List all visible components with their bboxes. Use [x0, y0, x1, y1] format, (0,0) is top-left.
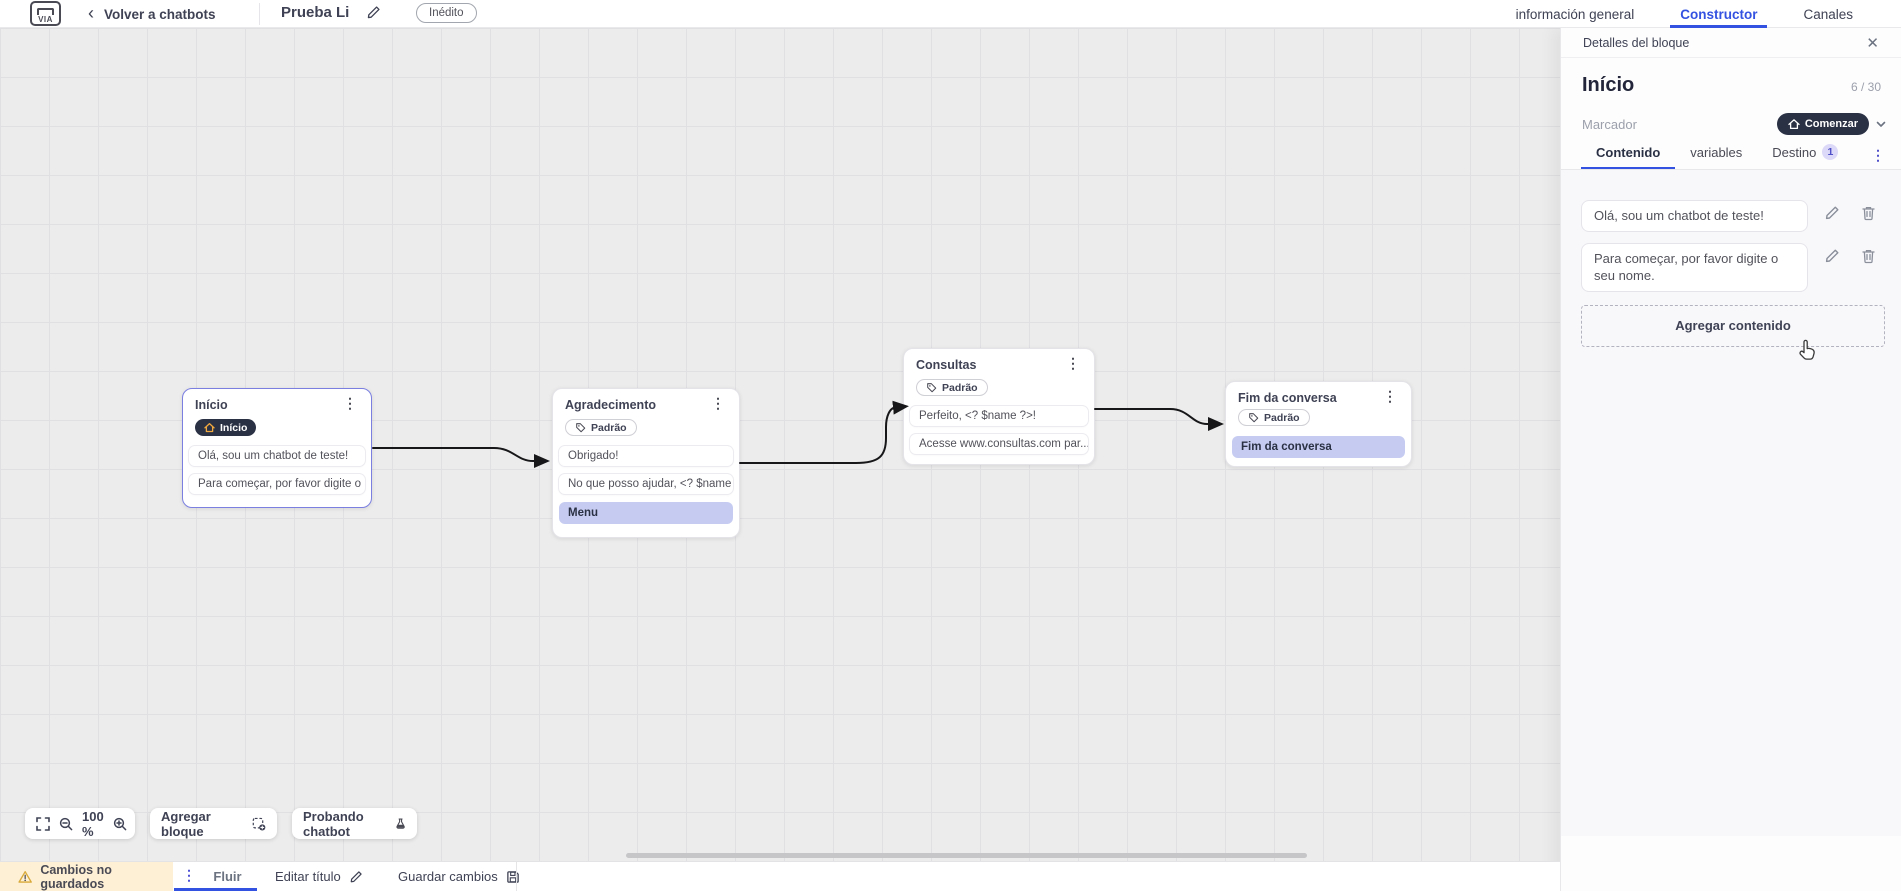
close-panel-icon[interactable]: ✕: [1866, 34, 1879, 52]
canvas-horizontal-scrollbar[interactable]: [626, 853, 1307, 858]
active-flow-tab-indicator: [174, 888, 257, 891]
save-changes-button[interactable]: Guardar cambios: [398, 862, 520, 891]
node-content-row[interactable]: No que posso ajudar, <? $name ...: [559, 474, 733, 494]
flow-options-kebab-icon[interactable]: ⋮: [182, 867, 196, 883]
test-chatbot-button[interactable]: Probando chatbot: [292, 808, 417, 839]
zoom-out-icon[interactable]: [59, 817, 73, 831]
back-to-chatbots-button[interactable]: ‹ Volver a chatbots: [88, 0, 216, 28]
start-badge: Início: [195, 419, 257, 436]
default-badge-label: Padrão: [1264, 411, 1300, 424]
content-text-card[interactable]: Olá, sou um chatbot de teste!: [1581, 200, 1808, 233]
edit-flow-title-button[interactable]: Editar título: [275, 862, 363, 891]
tab-informacion-general[interactable]: información general: [1515, 6, 1635, 22]
panel-tab-destino[interactable]: Destino 1: [1757, 144, 1853, 169]
kebab-menu-icon[interactable]: ⋮: [343, 395, 357, 411]
start-badge-label: Início: [220, 421, 248, 434]
logo-text: VIA: [38, 15, 53, 24]
tab-constructor[interactable]: Constructor: [1670, 0, 1768, 28]
test-chatbot-label: Probando chatbot: [303, 808, 364, 839]
kebab-menu-icon[interactable]: ⋮: [1066, 355, 1080, 371]
panel-title: Detalles del bloque: [1583, 35, 1690, 50]
default-badge: Padrão: [916, 379, 988, 396]
edit-title-icon[interactable]: [366, 5, 381, 20]
kebab-menu-icon[interactable]: ⋮: [711, 395, 725, 411]
app-logo: VIA: [30, 1, 61, 26]
warning-icon: [18, 870, 32, 883]
home-icon: [1788, 119, 1800, 130]
bottom-status-bar: Cambios no guardados ⋮ Fluir Editar títu…: [0, 861, 1560, 891]
save-changes-label: Guardar cambios: [398, 869, 498, 884]
zoom-toolbar: 100 %: [25, 808, 135, 839]
delete-content-icon[interactable]: [1861, 248, 1876, 264]
node-content-row[interactable]: Olá, sou um chatbot de teste!: [189, 446, 365, 466]
destino-count-badge: 1: [1822, 144, 1839, 160]
edit-content-icon[interactable]: [1824, 205, 1840, 221]
top-tabs: información general Constructor Canales: [1506, 0, 1863, 28]
node-title: Consultas: [916, 358, 977, 372]
zoom-level: 100 %: [82, 808, 104, 839]
node-end-row[interactable]: Fim da conversa: [1232, 436, 1405, 458]
char-count: 6 / 30: [1850, 80, 1881, 94]
add-block-icon: [252, 817, 266, 831]
default-badge: Padrão: [1238, 409, 1310, 426]
edit-content-icon[interactable]: [1824, 248, 1840, 264]
marker-label: Marcador: [1582, 116, 1637, 132]
back-label: Volver a chatbots: [104, 6, 216, 22]
kebab-menu-icon[interactable]: ⋮: [1383, 388, 1397, 404]
node-title: Agradecimento: [565, 398, 656, 412]
header-divider: [259, 3, 260, 25]
logo-shape: [37, 8, 54, 15]
flow-node-agradecimento[interactable]: Agradecimento ⋮ Padrão Obrigado! No que …: [552, 388, 740, 538]
node-title: Início: [195, 398, 228, 412]
panel-tab-contenido[interactable]: Contenido: [1581, 145, 1676, 169]
top-bar: VIA ‹ Volver a chatbots Prueba Li Inédit…: [0, 0, 1901, 28]
status-badge: Inédito: [416, 3, 477, 23]
content-item: Para começar, por favor digite o seu nom…: [1581, 243, 1884, 292]
flow-node-inicio[interactable]: Início ⋮ Início Olá, sou um chatbot de t…: [182, 388, 372, 508]
node-content-row[interactable]: Acesse www.consultas.com par...: [910, 434, 1088, 454]
node-menu-row[interactable]: Menu: [559, 502, 733, 524]
pencil-icon: [350, 870, 362, 882]
block-name: Início: [1582, 74, 1635, 96]
panel-tab-variables[interactable]: variables: [1690, 145, 1743, 160]
default-badge: Padrão: [565, 419, 637, 436]
unsaved-changes-label: Cambios no guardados: [40, 862, 112, 891]
chevron-down-icon[interactable]: [1875, 118, 1887, 130]
tab-canales[interactable]: Canales: [1803, 6, 1853, 22]
node-content-row[interactable]: Obrigado!: [559, 446, 733, 466]
edit-flow-title-label: Editar título: [275, 869, 341, 884]
default-badge-label: Padrão: [942, 381, 978, 394]
node-content-row[interactable]: Perfeito, <? $name ?>!: [910, 406, 1088, 426]
content-item: Olá, sou um chatbot de teste!: [1581, 200, 1884, 233]
statusbar-divider: [516, 862, 517, 891]
fit-screen-icon[interactable]: [36, 816, 50, 831]
block-details-panel: Detalles del bloque ✕ Início 6 / 30 Marc…: [1560, 28, 1901, 891]
add-content-button[interactable]: Agregar contenido: [1581, 304, 1885, 347]
chatbot-title: Prueba Li: [281, 4, 350, 21]
panel-tabs: Contenido variables Destino 1 ⋮: [1561, 135, 1901, 169]
flow-tab-fluir[interactable]: Fluir: [213, 869, 242, 884]
marker-value-label: Comenzar: [1804, 118, 1858, 130]
flow-node-consultas[interactable]: Consultas ⋮ Padrão Perfeito, <? $name ?>…: [903, 348, 1095, 465]
panel-tabs-divider: [1561, 169, 1901, 170]
add-block-label: Agregar bloque: [161, 808, 211, 839]
zoom-in-icon[interactable]: [113, 817, 127, 831]
flow-node-fim-da-conversa[interactable]: Fim da conversa ⋮ Padrão Fim da conversa: [1225, 381, 1412, 467]
chevron-left-icon: ‹: [88, 3, 94, 23]
panel-content-area: Olá, sou um chatbot de teste! Para começ…: [1561, 170, 1901, 836]
default-badge-label: Padrão: [591, 421, 627, 434]
add-block-button[interactable]: Agregar bloque: [150, 808, 277, 839]
panel-tab-kebab-icon[interactable]: ⋮: [1871, 147, 1885, 163]
delete-content-icon[interactable]: [1861, 205, 1876, 221]
content-text-card[interactable]: Para começar, por favor digite o seu nom…: [1581, 243, 1808, 292]
marker-dropdown[interactable]: Comenzar: [1776, 113, 1869, 135]
flask-icon: [396, 818, 405, 829]
save-icon: [506, 870, 519, 883]
node-content-row[interactable]: Para começar, por favor digite o ...: [189, 474, 365, 494]
node-title: Fim da conversa: [1238, 391, 1337, 405]
unsaved-changes-banner: Cambios no guardados: [0, 862, 173, 891]
